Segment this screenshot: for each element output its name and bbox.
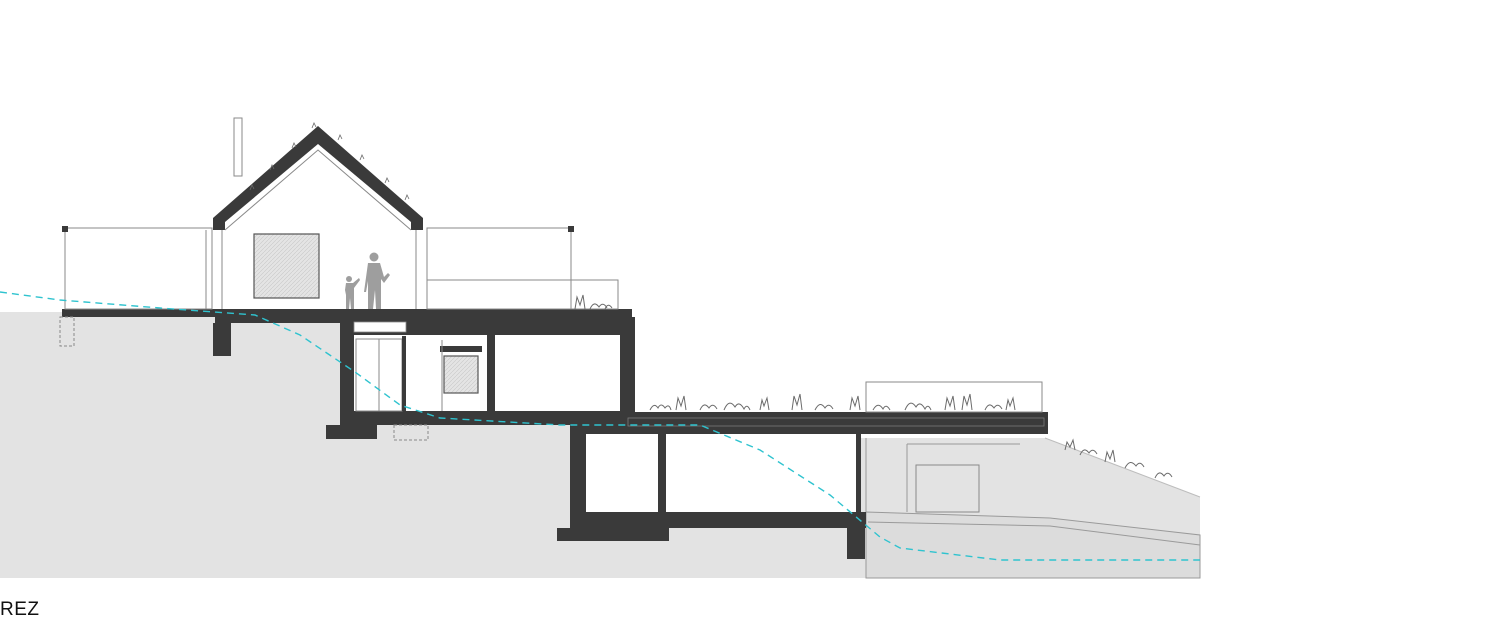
lower-level-room-left	[586, 438, 658, 512]
middle-right-room	[495, 335, 620, 411]
middle-footing-ghost	[393, 424, 429, 441]
pergola-left	[64, 227, 213, 310]
upper-terrace-slab	[62, 309, 632, 317]
person-adult-icon	[364, 252, 390, 309]
terrace-glass-railing	[570, 279, 619, 310]
middle-level-wall-right	[620, 317, 635, 425]
pergola-post-cap-left	[62, 226, 68, 232]
pergola-right	[426, 227, 572, 310]
person-child-icon	[345, 276, 360, 309]
right-slope-line	[1044, 437, 1201, 498]
ceiling-beam-opening	[353, 321, 407, 333]
garage-door	[915, 464, 980, 513]
middle-level-ceiling	[340, 317, 635, 335]
chimney	[233, 117, 243, 177]
water-level-line	[0, 291, 1200, 561]
door-frame-dark	[402, 336, 406, 411]
middle-level-floor	[340, 411, 635, 425]
pergola-post-cap-right	[568, 226, 574, 232]
middle-level-wall-left	[340, 317, 354, 425]
green-roof-slab	[570, 412, 1048, 434]
lower-level-floor	[570, 512, 866, 528]
lower-footing-right	[847, 528, 865, 559]
roof-ridge-planting-icon	[249, 122, 410, 201]
drawing-caption: REZ	[0, 599, 40, 620]
gable-roof	[213, 126, 423, 230]
interior-window	[443, 355, 479, 394]
interior-window-head	[440, 346, 482, 352]
slope-planting-icon	[1064, 438, 1173, 479]
lower-level-partition	[658, 434, 666, 514]
lower-terrain-slope	[865, 511, 1201, 579]
terrace-planting-icon	[574, 294, 613, 310]
lower-level-column	[856, 434, 861, 514]
lower-level-room-right	[666, 438, 856, 512]
middle-partition-wall	[487, 335, 495, 411]
green-roof-slab-inner	[627, 417, 1045, 427]
terrain-line	[867, 521, 1201, 546]
middle-level-footing	[326, 425, 377, 439]
roof-planting-icon	[649, 393, 1016, 411]
lower-level-wall-left	[570, 425, 586, 528]
lower-level-footing	[557, 528, 669, 541]
garage-outline	[865, 438, 1020, 512]
foundation-footing-left	[213, 323, 231, 356]
house-window	[253, 233, 320, 299]
foundation-ghost	[59, 316, 75, 347]
roof-glass-railing	[865, 381, 1043, 413]
house-interior-outline	[224, 149, 412, 231]
